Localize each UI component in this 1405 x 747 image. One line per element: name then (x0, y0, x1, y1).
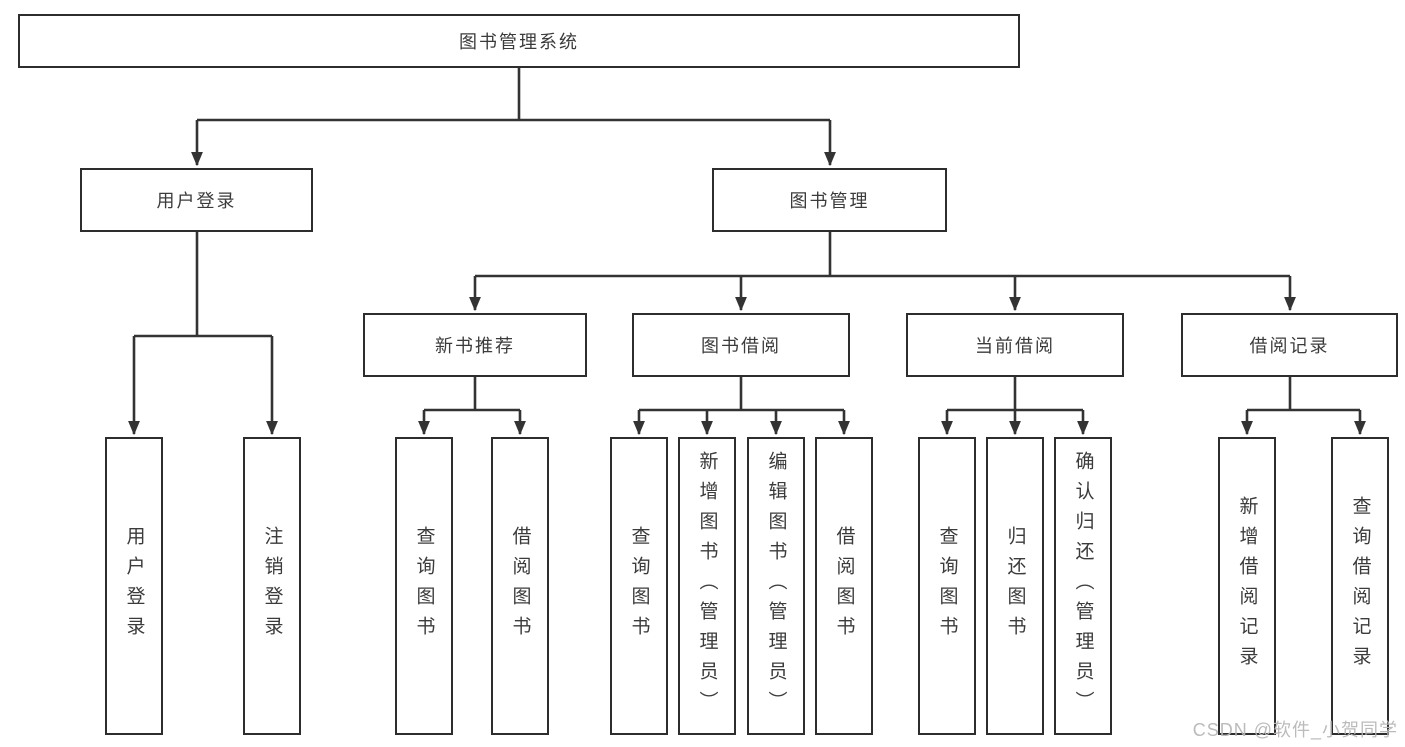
leaf-query-books-current: 查询图书 (918, 437, 976, 735)
leaf-query-books-borrow: 查询图书 (610, 437, 668, 735)
leaf-label: 查询借阅记录 (1349, 496, 1371, 676)
leaf-return-book: 归还图书 (986, 437, 1044, 735)
node-label: 新书推荐 (435, 336, 515, 356)
node-label: 借阅记录 (1249, 336, 1330, 356)
leaf-label: 确认归还（管理员） (1072, 451, 1094, 721)
leaf-edit-book-admin: 编辑图书（管理员） (747, 437, 805, 735)
node-book-borrow: 图书借阅 (632, 313, 850, 377)
node-label: 图书借阅 (701, 336, 781, 356)
leaf-label: 查询图书 (628, 526, 650, 646)
leaf-label: 借阅图书 (509, 526, 531, 646)
leaf-query-borrow-record: 查询借阅记录 (1331, 437, 1389, 735)
node-label: 用户登录 (156, 191, 237, 211)
leaf-label: 用户登录 (123, 526, 145, 646)
leaf-confirm-return-admin: 确认归还（管理员） (1054, 437, 1112, 735)
leaf-label: 查询图书 (413, 526, 435, 646)
node-label: 图书管理 (789, 191, 870, 211)
node-label: 当前借阅 (975, 336, 1055, 356)
node-label: 图书管理系统 (459, 32, 579, 52)
node-library-management-system: 图书管理系统 (18, 14, 1020, 68)
node-user-login: 用户登录 (80, 168, 313, 232)
leaf-label: 编辑图书（管理员） (765, 451, 787, 721)
leaf-label: 借阅图书 (833, 526, 855, 646)
csdn-watermark: CSDN @软件_小贺同学 (1192, 720, 1398, 740)
leaf-user-login: 用户登录 (105, 437, 163, 735)
node-borrow-records: 借阅记录 (1181, 313, 1398, 377)
leaf-label: 归还图书 (1004, 526, 1026, 646)
leaf-label: 查询图书 (936, 526, 958, 646)
node-current-borrow: 当前借阅 (906, 313, 1124, 377)
node-book-management: 图书管理 (712, 168, 947, 232)
leaf-label: 新增图书（管理员） (696, 451, 718, 721)
leaf-query-books-recommend: 查询图书 (395, 437, 453, 735)
leaf-borrow-books: 借阅图书 (815, 437, 873, 735)
leaf-add-borrow-record: 新增借阅记录 (1218, 437, 1276, 735)
leaf-add-book-admin: 新增图书（管理员） (678, 437, 736, 735)
leaf-borrow-books-recommend: 借阅图书 (491, 437, 549, 735)
node-new-book-recommend: 新书推荐 (363, 313, 587, 377)
leaf-label: 新增借阅记录 (1236, 496, 1258, 676)
leaf-label: 注销登录 (261, 526, 283, 646)
leaf-logout: 注销登录 (243, 437, 301, 735)
